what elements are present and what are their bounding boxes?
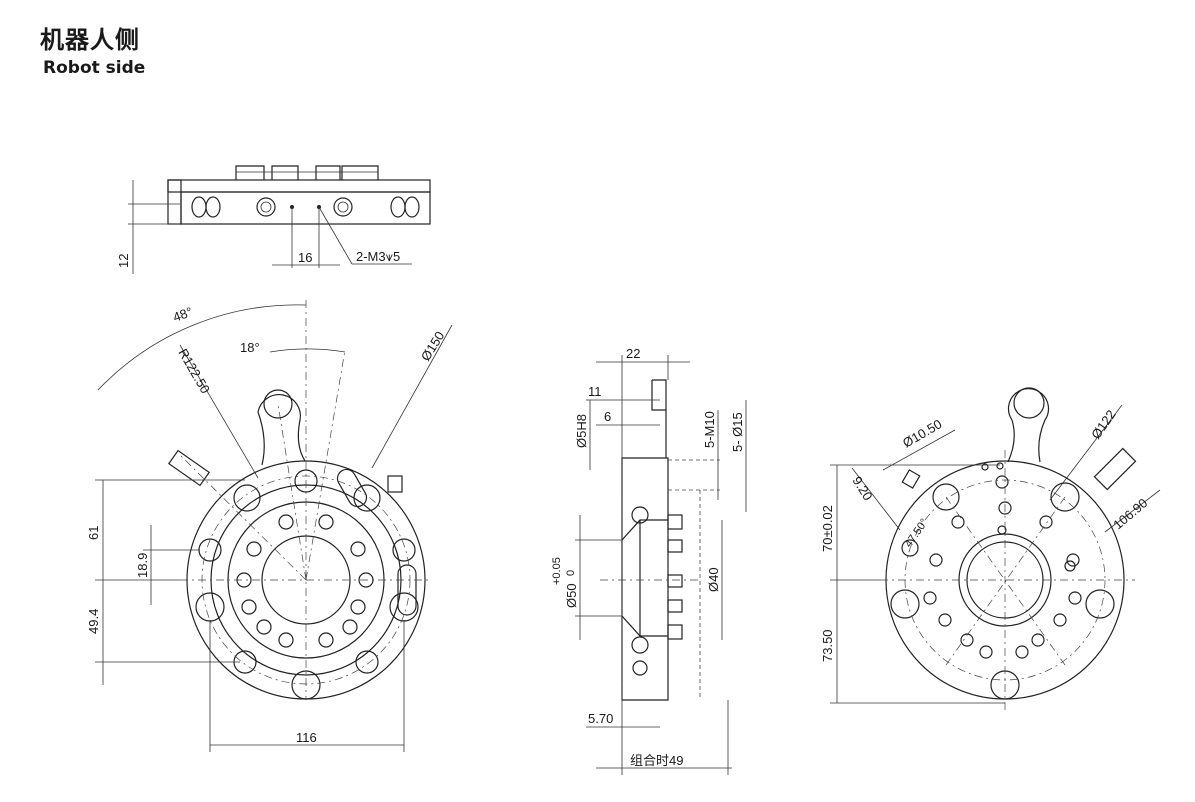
dim-106-9-label: 106.90	[1110, 495, 1150, 532]
dia-10-50-label: Ø10.50	[900, 416, 944, 450]
dia-50-label: Ø50	[564, 583, 579, 608]
thread-m10-label: 5-M10	[702, 411, 717, 448]
dim-73-5-label: 73.50	[820, 629, 835, 662]
dim-11-label: 11	[588, 384, 602, 399]
front-view: 48° 18° R122.50 Ø150 61 49.4 18.9 116	[86, 300, 453, 752]
page-title-chinese: 机器人侧	[40, 26, 140, 54]
dim-22-label: 22	[626, 346, 640, 361]
dia-5h8-label: Ø5H8	[574, 414, 589, 448]
dim-9-20-label: 9.20	[849, 474, 875, 503]
dim-61-label: 61	[86, 526, 101, 540]
dim-5-70-label: 5.70	[588, 711, 613, 726]
dia-150-label: Ø150	[418, 329, 448, 364]
dim-49-4-label: 49.4	[86, 609, 101, 634]
dim-12-label: 12	[116, 254, 131, 268]
thread-callout: 2-M3⩛5	[356, 249, 400, 264]
dim-70-label: 70±0.02	[820, 505, 835, 552]
radius-label: R122.50	[175, 346, 213, 396]
dim-18-9-label: 18.9	[135, 553, 150, 578]
page-title-english: Robot side	[43, 58, 146, 78]
tol-lower-label: 0	[565, 570, 577, 576]
combined-length-label: 组合时49	[630, 753, 683, 768]
section-view: 22 11 6 Ø5H8 5-M10 5- Ø15 Ø50 +0.05 0 Ø4…	[551, 346, 747, 775]
dia-15-label: 5- Ø15	[730, 412, 745, 452]
dia-40-label: Ø40	[706, 567, 721, 592]
dim-16-label: 16	[298, 250, 312, 265]
back-view: Ø10.50 9.20 47.50° Ø122 106.90 70±0.02 7…	[820, 387, 1161, 710]
top-view: 12 16 2-M3⩛5	[116, 165, 431, 274]
tol-upper-label: +0.05	[551, 557, 563, 585]
dim-116-label: 116	[296, 730, 317, 745]
dim-6-label: 6	[604, 409, 611, 424]
angle-18-label: 18°	[240, 340, 260, 355]
dia-122-label: Ø122	[1088, 407, 1119, 442]
angle-48-label: 48°	[171, 304, 195, 325]
